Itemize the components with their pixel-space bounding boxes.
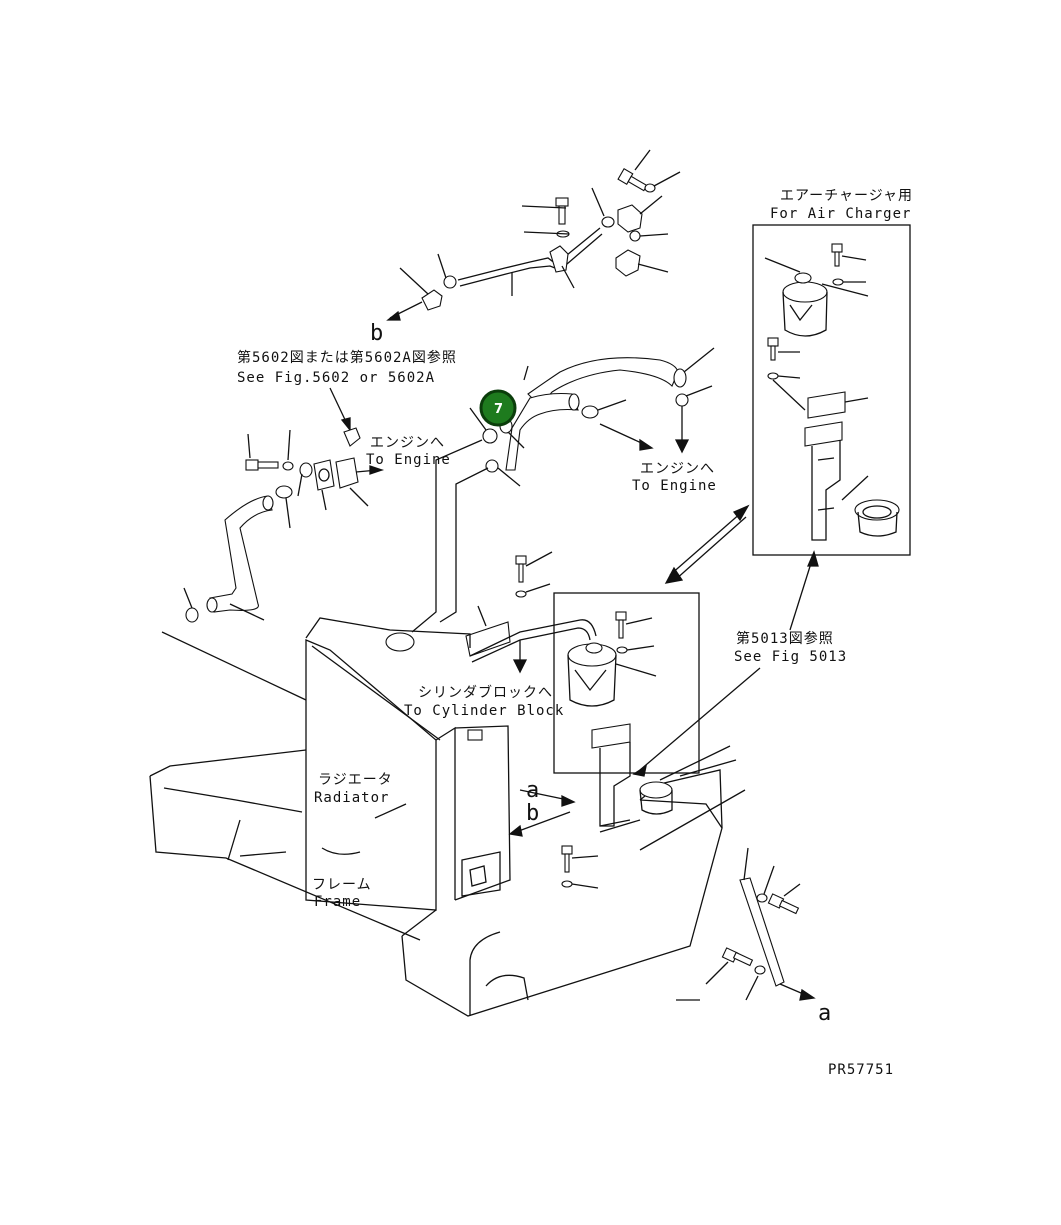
to-cylinder-block-en: To Cylinder Block [404,703,564,719]
reservoir-inset [553,592,700,827]
link-arrow [664,504,750,584]
see-fig-5602-label-en: See Fig.5602 or 5602A [237,370,435,386]
see-fig-5013-label-jp: 第5013図参照 [736,630,834,647]
to-engine-1-jp: エンジンへ [370,435,445,451]
upper-hose-parts [386,149,681,321]
see-fig-5013-label-en: See Fig 5013 [734,649,847,665]
to-engine-2-en: To Engine [632,478,717,494]
callout-number: 7 [494,402,503,417]
ref-b-top: b [370,321,383,346]
frame-label-en: Frame [314,894,361,910]
to-cylinder-block-jp: シリンダブロックへ [418,684,553,701]
to-engine-2-jp: エンジンへ [640,461,715,477]
air-charger-label-jp: エアーチャージャ用 [780,188,913,204]
air-charger-inset: エアーチャージャ用 For Air Charger [752,188,913,556]
radiator-label-jp: ラジエータ [318,772,393,788]
drawing-number: PR57751 [828,1062,894,1078]
ref-a-mid: a [526,778,539,803]
lower-hose [183,495,274,623]
upper-hoses [469,347,715,487]
to-engine-1-en: To Engine [366,452,451,468]
ref-b-mid: b [526,801,539,826]
see-fig-5602-label-jp: 第5602図または第5602A図参照 [237,349,457,366]
thermostat-parts: エンジンへ To Engine [245,427,451,529]
radiator-label-en: Radiator [314,790,389,806]
ref-a-bottom: a [818,1001,831,1026]
reservoir-parts [465,551,597,674]
radiator-assembly [305,617,511,911]
air-charger-label-en: For Air Charger [770,206,911,222]
frame-label-jp: フレーム [312,877,372,893]
callout-marker-7[interactable]: 7 [479,389,517,427]
lower-bolts [561,845,816,1001]
frame-assembly [149,631,746,1017]
